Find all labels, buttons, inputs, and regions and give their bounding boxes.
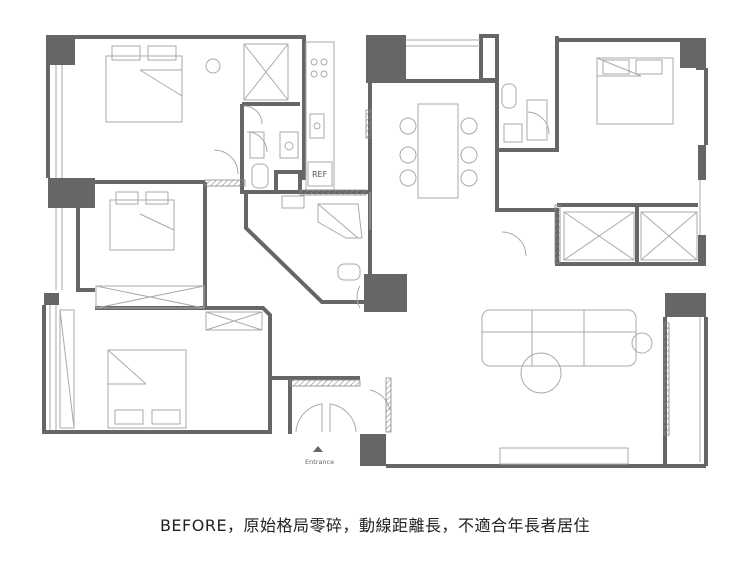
dining-table — [417, 103, 459, 199]
fridge — [307, 161, 333, 187]
main-walls — [42, 34, 708, 468]
fixtures — [49, 39, 701, 465]
tv-console — [499, 447, 629, 465]
wall-pillars — [44, 35, 706, 466]
bed-bottom-left — [107, 349, 187, 429]
bed-right — [596, 57, 674, 125]
hatched-partitions — [204, 109, 670, 436]
coffee-table — [520, 352, 562, 394]
entrance-label: Entrance — [305, 458, 334, 466]
side-table — [631, 332, 653, 354]
caption: BEFORE，原始格局零碎，動線距離長，不適合年長者居住 — [159, 516, 591, 535]
sofa — [481, 309, 637, 367]
lamp-top-left — [205, 58, 221, 74]
fridge-label: REF — [312, 170, 328, 179]
bed-middle-left — [109, 199, 175, 251]
entrance-arrow-icon — [313, 446, 323, 452]
